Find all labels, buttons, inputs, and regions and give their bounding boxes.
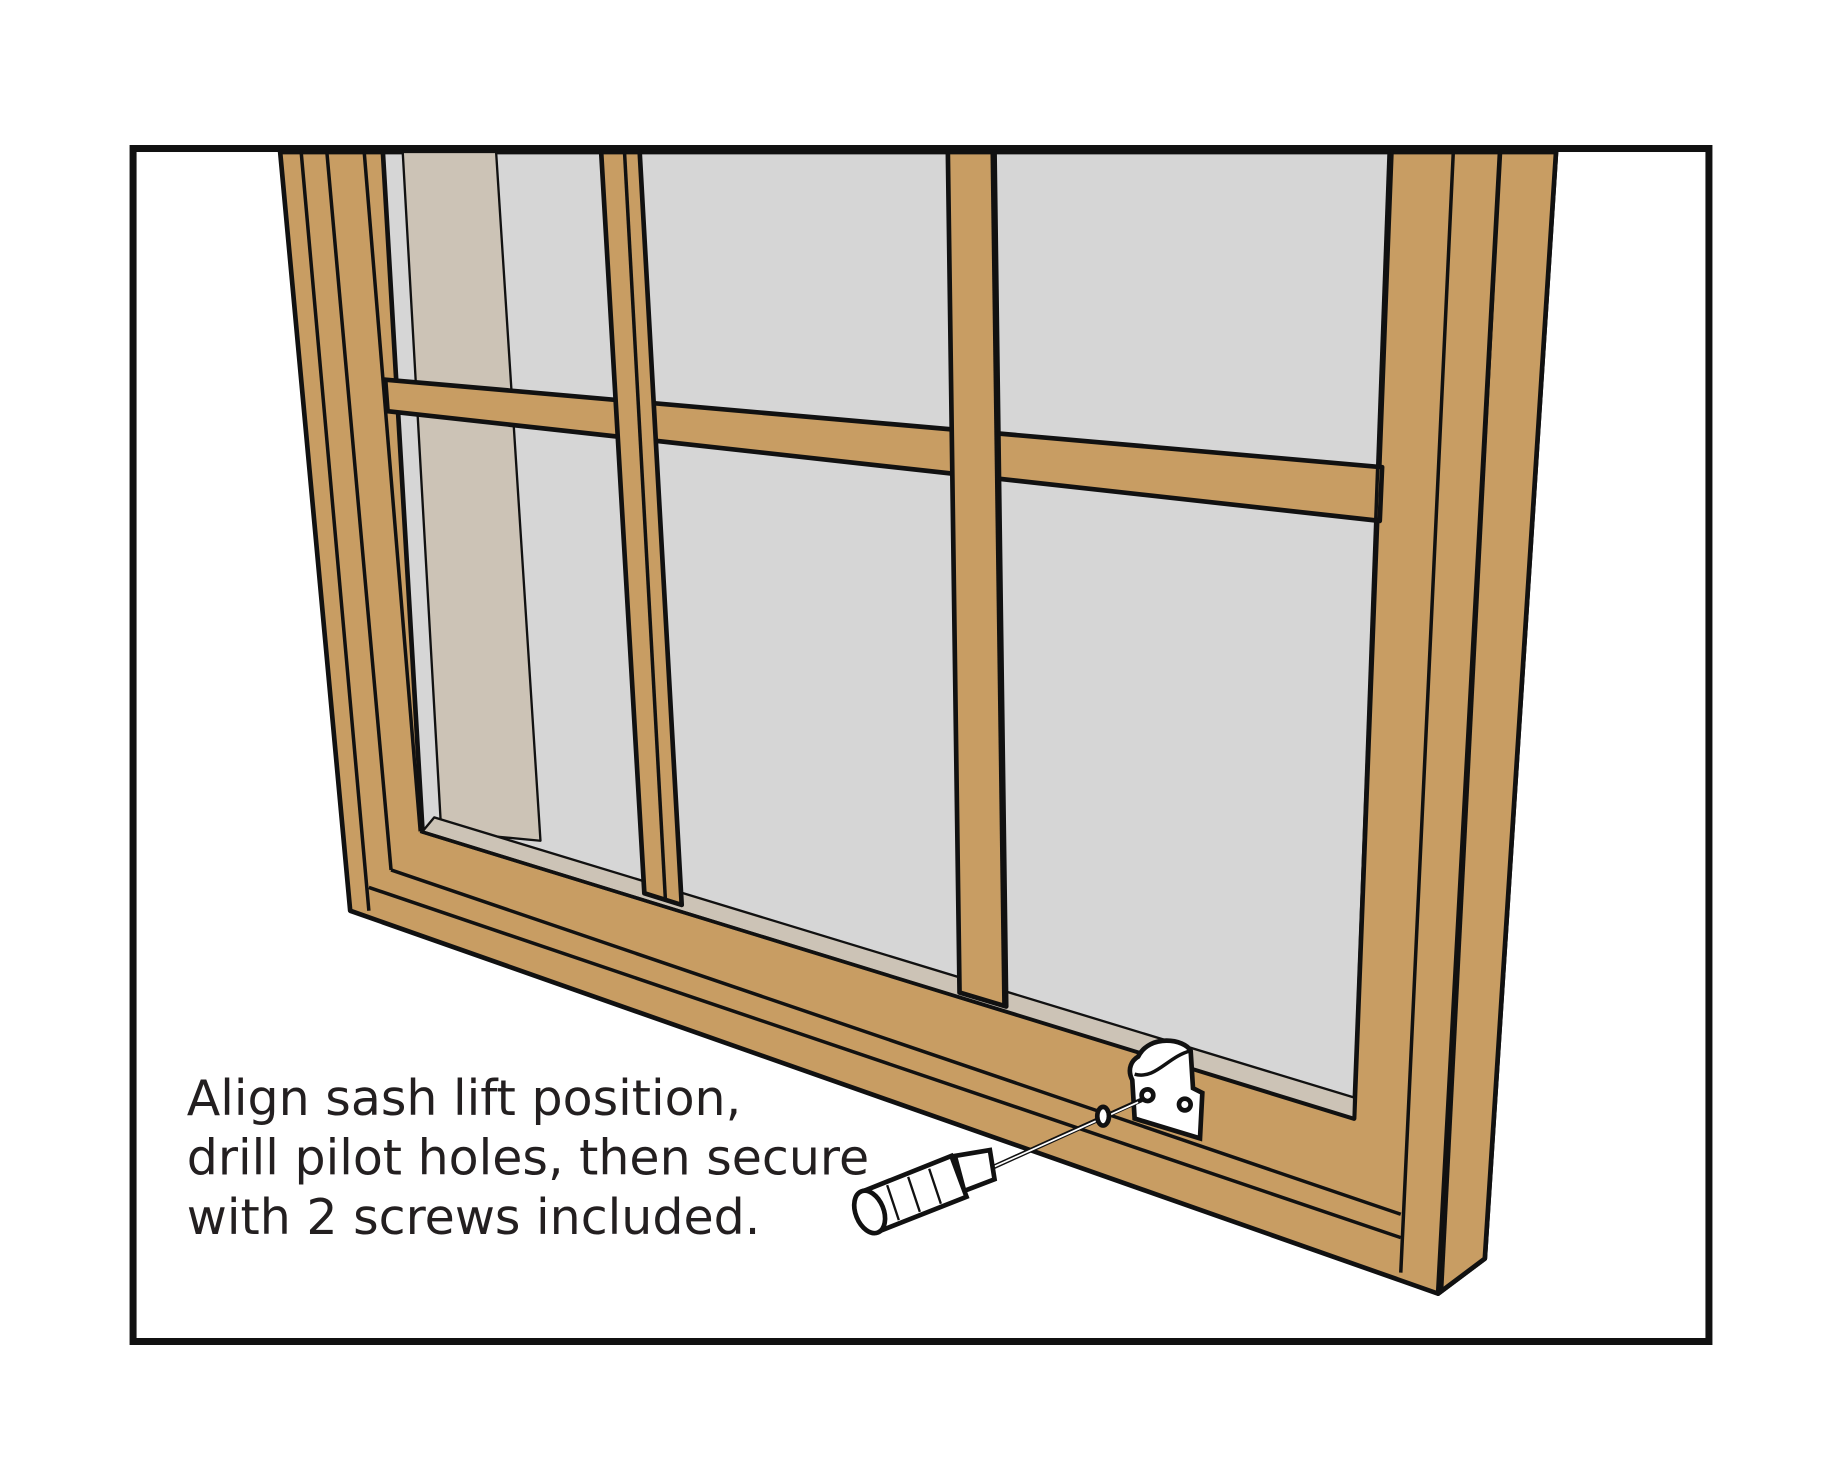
caption-line-3: with 2 screws included. <box>187 1188 761 1246</box>
screw-hole <box>1139 1087 1156 1104</box>
screwdriver-icon <box>851 1097 1143 1236</box>
caption-line-1: Align sash lift position, <box>187 1069 741 1127</box>
window-frame <box>277 149 1559 1296</box>
caption-line-2: drill pilot holes, then secure <box>187 1129 869 1187</box>
screw-hole <box>1176 1096 1193 1113</box>
vertical-muntin-left <box>598 149 685 908</box>
sash-lift <box>1127 1038 1205 1142</box>
vertical-muntin-right <box>945 149 1009 1009</box>
wall-reveal <box>401 150 542 842</box>
